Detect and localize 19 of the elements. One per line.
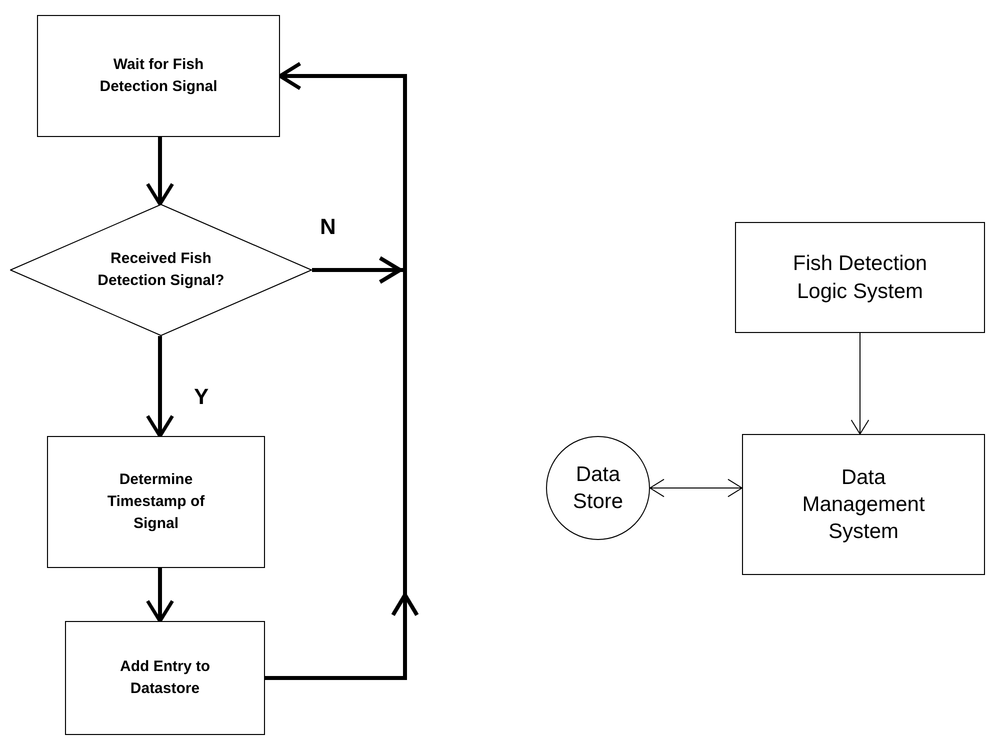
node-label: Add Entry to Datastore [119,657,211,699]
arrow [650,478,742,498]
node-label: Received Fish Detection Signal? [96,249,226,291]
decision-diamond [10,204,312,336]
arrow [146,137,174,206]
node-label: Fish Detection Logic System [792,251,928,304]
node-label: Wait for Fish Detection Signal [98,55,218,97]
process-box [735,222,985,333]
process-box [37,15,280,137]
process-box [65,621,265,735]
arrow [146,568,174,623]
arrow [850,332,870,434]
node-label: Determine Timestamp of Signal [106,470,206,534]
node-label: Data Store [572,462,624,515]
process-box [742,434,985,575]
node-label: Data Management System [801,464,926,546]
arrow [146,336,174,438]
process-box [47,436,265,568]
arrow [265,62,419,680]
